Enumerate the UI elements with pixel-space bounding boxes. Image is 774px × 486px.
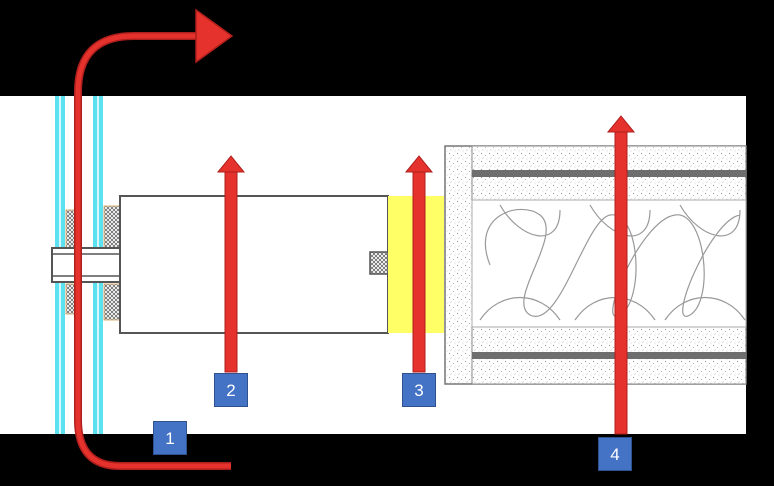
- arrow-up-icon-3: [404, 155, 434, 373]
- arrow-up-icon-2: [216, 155, 246, 373]
- connector: [51, 247, 123, 283]
- rail-top: [472, 170, 746, 177]
- curved-arrow-icon: [74, 8, 234, 470]
- label-1: 1: [153, 421, 187, 455]
- insulation-core: [471, 199, 747, 328]
- label-4: 4: [598, 437, 632, 471]
- arrow-up-icon-4: [606, 115, 636, 435]
- label-2: 2: [214, 373, 248, 407]
- frame-profile: [119, 195, 389, 334]
- label-3: 3: [402, 373, 436, 407]
- wall-block: [444, 145, 747, 385]
- rail-bottom: [472, 352, 746, 359]
- frame-gasket: [369, 251, 389, 275]
